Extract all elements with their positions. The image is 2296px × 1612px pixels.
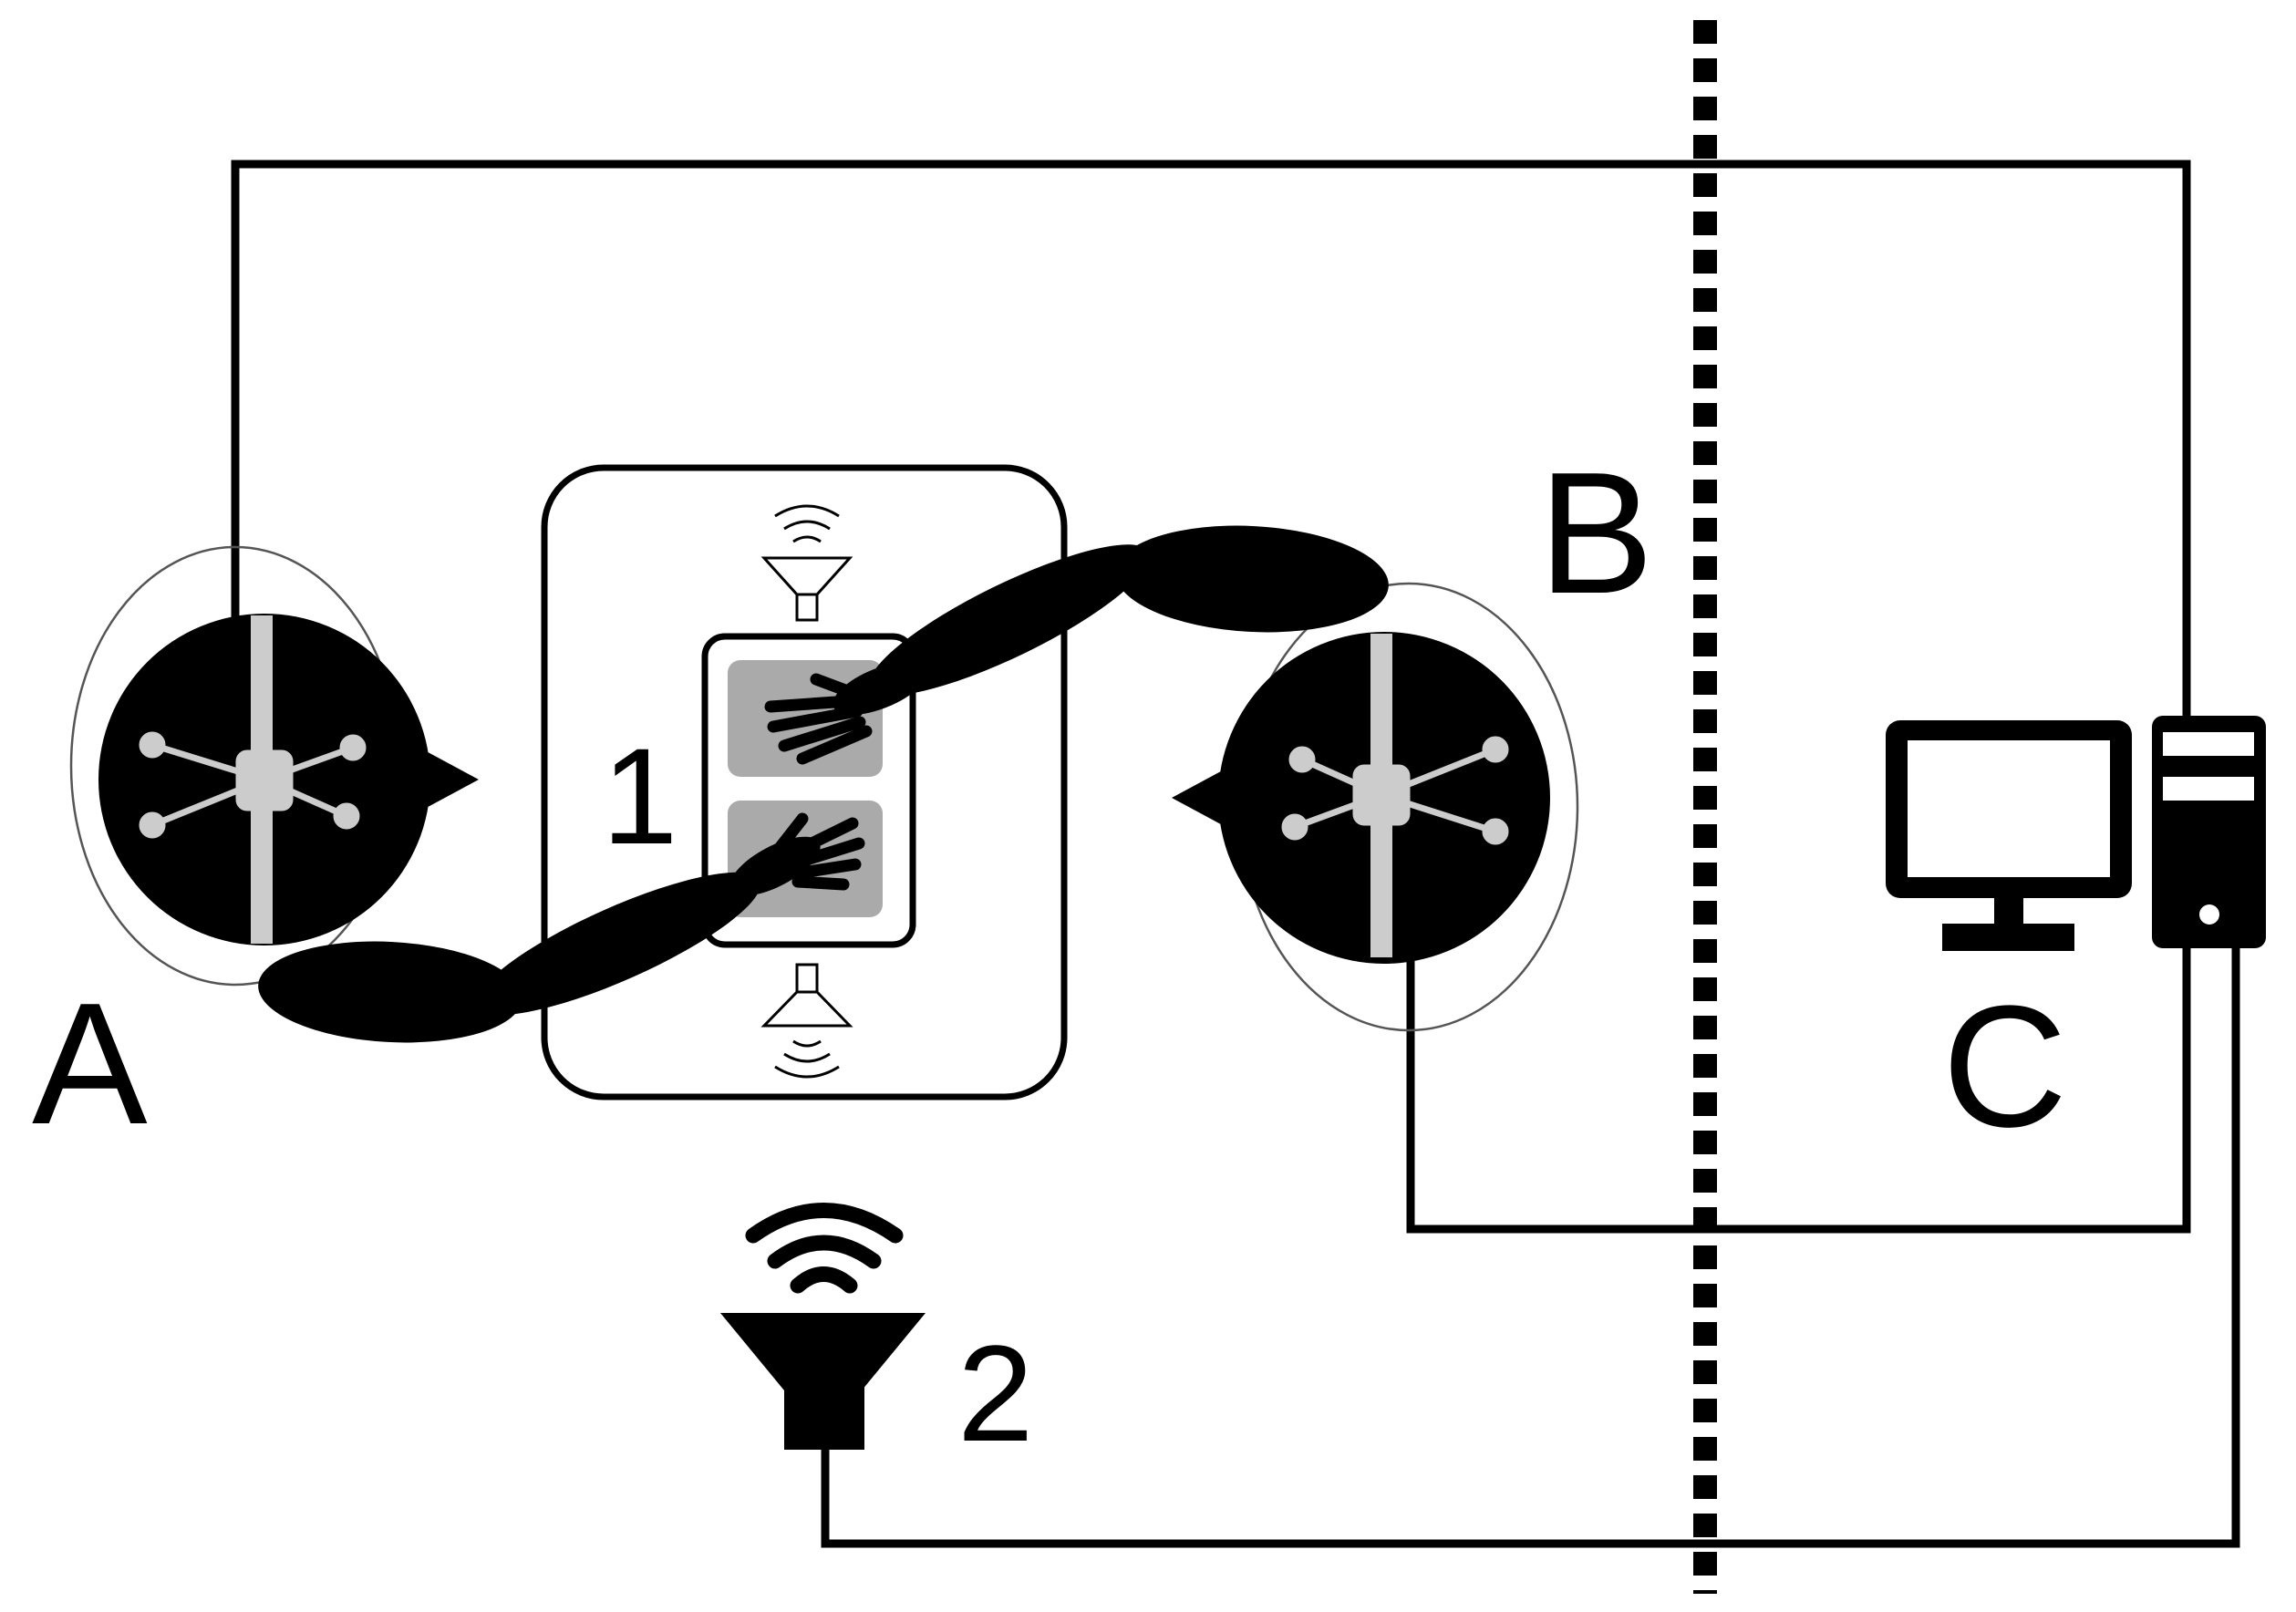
- eeg-cap-icon: [69, 545, 479, 987]
- nose-a: [419, 748, 479, 811]
- hand-icon: [773, 812, 865, 891]
- participant-a-label: A: [32, 967, 148, 1161]
- wire-speaker-to-computer: [821, 948, 2240, 1548]
- wire-a-to-computer: [231, 160, 2191, 716]
- hand-icon: [764, 673, 873, 765]
- participant-b-label: B: [1538, 437, 1654, 630]
- wire-b-to-computer: [1406, 948, 2191, 1234]
- computer-tower-icon: [2152, 716, 2266, 948]
- connection-wires: [231, 160, 2240, 1548]
- device-label: 1: [602, 719, 677, 873]
- electrode-array-a: [139, 731, 367, 839]
- speaker-icon: [720, 1203, 926, 1450]
- electrode-array-b: [1281, 736, 1509, 845]
- small-speaker-top: [760, 504, 853, 622]
- small-speaker-bottom: [760, 963, 853, 1079]
- monitor-icon: [1886, 720, 2132, 951]
- speaker-label: 2: [957, 1317, 1033, 1470]
- nose-b: [1172, 766, 1231, 830]
- eeg-cap-icon: [1172, 582, 1579, 1032]
- arm-participant-b: [764, 525, 1389, 765]
- computer-label: C: [1942, 970, 2067, 1163]
- arm-participant-a: [258, 812, 865, 1043]
